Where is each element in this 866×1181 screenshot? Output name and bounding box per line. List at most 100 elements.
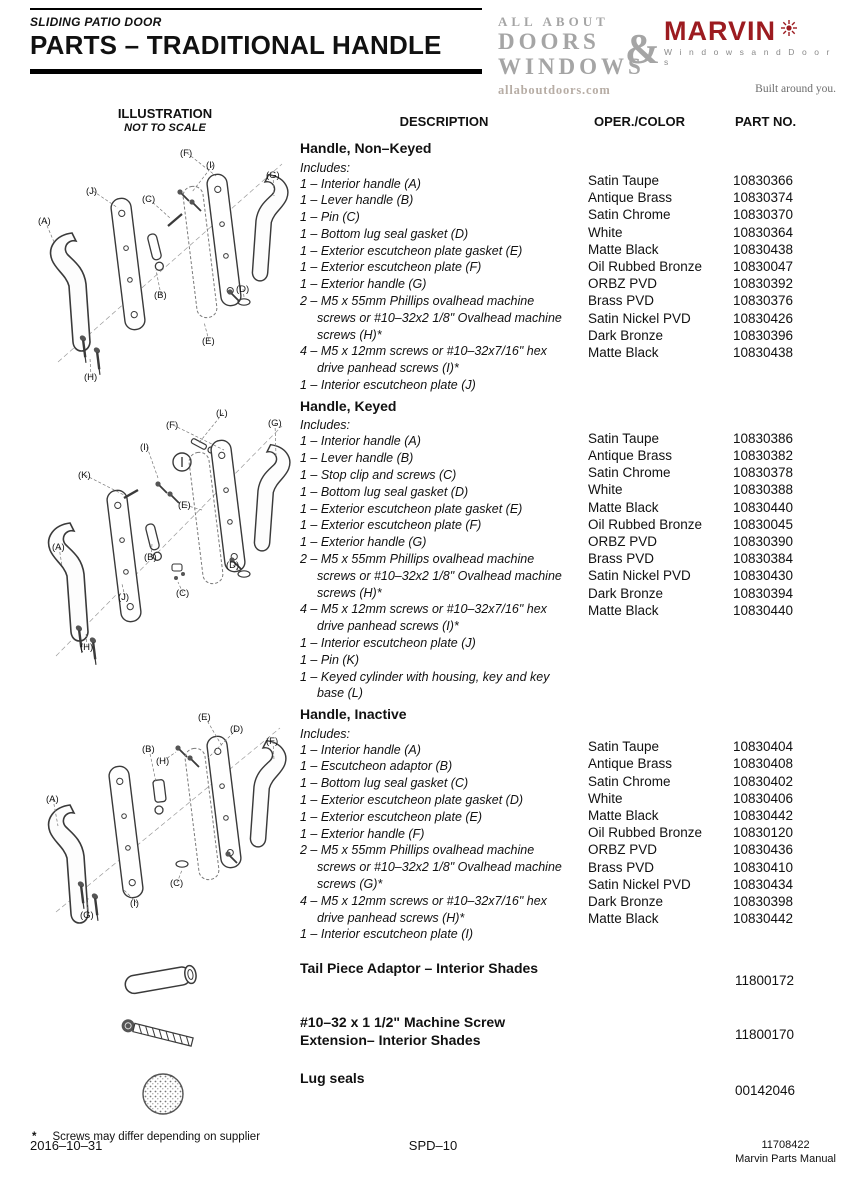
finish-color: White <box>588 224 623 240</box>
finish-part-number: 10830404 <box>733 739 794 755</box>
finish-color: Satin Nickel PVD <box>588 568 691 584</box>
page-header: SLIDING PATIO DOOR PARTS – TRADITIONAL H… <box>30 8 836 100</box>
finish-part-number: 10830436 <box>733 842 794 858</box>
finish-color: White <box>588 790 623 806</box>
stop-clip <box>171 563 185 580</box>
include-item: 1 – Interior handle (A) <box>300 434 421 449</box>
include-item: 1 – Interior escutcheon plate (J) <box>300 635 476 650</box>
finish-color: Satin Taupe <box>588 173 660 188</box>
include-item: 1 – Bottom lug seal gasket (D) <box>300 226 469 241</box>
callout-leader-line <box>172 424 225 451</box>
callout-leader-line <box>186 152 217 177</box>
finish-color: ORBZ PVD <box>588 534 658 550</box>
footer-doc-number: 11708422 <box>761 1139 810 1151</box>
part-callout-l: (L) <box>216 408 228 419</box>
footnote-text: Screws may differ depending on supplier <box>52 1131 261 1144</box>
part-callout-i: (I) <box>140 442 149 453</box>
include-item: 1 – Pin (C) <box>300 210 360 225</box>
part-callout-a: (A) <box>52 542 65 553</box>
part-callout-h: (H) <box>80 642 93 653</box>
table-header-row: ILLUSTRATION NOT TO SCALE DESCRIPTION OP… <box>30 106 836 134</box>
finish-color: Dark Bronze <box>588 327 664 343</box>
callout-leader-line <box>85 631 88 647</box>
callout-leader-line <box>52 799 59 827</box>
finish-color: Satin Taupe <box>588 430 660 446</box>
callout-leader-line <box>84 474 125 496</box>
callout-leader-line <box>242 288 245 298</box>
include-item: 1 – Exterior escutcheon plate gasket (E) <box>300 501 523 516</box>
callout-leader-line <box>197 412 224 445</box>
finish-part-number: 10830440 <box>733 602 794 618</box>
section-handle-keyed: (L)(G)(F)(I)(K)(E)(A)(B)(D)(C)(J)(H) Han… <box>30 398 836 702</box>
callout-leader-line <box>89 357 92 378</box>
extra-part-number: 00142046 <box>735 1083 796 1099</box>
include-item: 1 – Lever handle (B) <box>300 451 414 466</box>
callout-leader-line <box>123 889 138 904</box>
finish-part-number: 10830438 <box>733 345 794 361</box>
finish-part-number: 10830120 <box>733 825 794 841</box>
extra-part-title: Tail Piece Adaptor – Interior Shades <box>300 960 539 977</box>
finish-color: Satin Nickel PVD <box>588 876 691 892</box>
includes-list: 1 – Interior handle (A)1 – Lever handle … <box>300 176 572 394</box>
section-title: Handle, Inactive <box>300 706 407 723</box>
title-block: SLIDING PATIO DOOR PARTS – TRADITIONAL H… <box>30 8 482 74</box>
keyed-cylinder-and-key <box>172 437 215 472</box>
includes-label: Includes: <box>300 418 351 433</box>
part-callout-c: (C) <box>170 878 183 889</box>
finish-part-number: 10830410 <box>733 859 794 875</box>
finish-color: Antique Brass <box>588 448 673 464</box>
document-kicker: SLIDING PATIO DOOR <box>30 15 162 29</box>
finish-part-number: 10830430 <box>733 568 794 584</box>
callout-leader-line <box>191 164 214 193</box>
finish-part-number: 10830364 <box>733 224 794 240</box>
footer-date: 2016–10–31 <box>30 1138 103 1153</box>
callout-leader-line <box>207 728 238 759</box>
include-item: 1 – Lever handle (B) <box>300 193 414 208</box>
finish-color: Oil Rubbed Bronze <box>588 516 703 532</box>
finish-part-number: 10830388 <box>733 482 794 498</box>
marvin-wordmark: MARVIN <box>664 16 777 46</box>
part-callout-f: (F) <box>180 148 192 159</box>
callout-leader-line <box>86 898 89 916</box>
marvin-tagline: Built around you. <box>755 83 836 95</box>
include-item: 4 – M5 x 12mm screws or #10–32x7/16" hex… <box>300 344 547 376</box>
callout-leader-line <box>203 321 210 342</box>
include-item: 1 – Stop clip and screws (C) <box>300 467 457 482</box>
finish-color: Brass PVD <box>588 293 655 309</box>
part-callout-b: (B) <box>142 744 155 755</box>
machine-screw-extension-illustration <box>121 1019 194 1048</box>
marvin-subtitle: W i n d o w s a n d D o o r s <box>664 47 832 67</box>
part-callout-a: (A) <box>38 216 51 227</box>
callout-leader-line <box>146 446 159 478</box>
include-item: 1 – Exterior escutcheon plate (F) <box>300 260 482 275</box>
finish-color: Matte Black <box>588 911 659 927</box>
finish-color: Satin Chrome <box>588 465 671 481</box>
includes-list: 1 – Interior handle (A) 1 – Lever handle … <box>300 433 572 702</box>
not-to-scale-note: NOT TO SCALE <box>124 122 206 134</box>
part-callout-g: (G) <box>266 170 280 181</box>
include-item: 2 – M5 x 55mm Phillips ovalhead machine … <box>300 551 562 600</box>
include-item: 1 – Interior escutcheon plate (J) <box>300 378 476 393</box>
finish-part-number: 10830440 <box>733 499 794 515</box>
part-callout-f: (F) <box>166 420 178 431</box>
part-callout-f: (F) <box>266 736 278 747</box>
finish-color: Satin Taupe <box>588 739 660 755</box>
logo-word-windows: WINDOWS <box>498 53 645 79</box>
finish-color: Satin Nickel PVD <box>588 310 691 326</box>
include-item: 1 – Pin (K) <box>300 652 360 667</box>
finish-part-number: 10830392 <box>733 276 794 292</box>
include-item: 4 – M5 x 12mm screws or #10–32x7/16" hex… <box>300 602 547 634</box>
footnote-marker: * <box>32 1131 37 1144</box>
part-callout-j: (J) <box>86 186 97 197</box>
callout-leader-line <box>92 190 119 209</box>
tail-piece-adaptor-illustration <box>124 965 197 995</box>
finish-color: Satin Chrome <box>588 773 671 789</box>
part-callout-b: (B) <box>154 290 167 301</box>
page-footer: 2016–10–31 SPD–10 11708422 Marvin Parts … <box>30 1138 836 1167</box>
include-item: 1 – Bottom lug seal gasket (D) <box>300 484 469 499</box>
col-header-description: DESCRIPTION <box>399 114 489 129</box>
part-callout-i: (I) <box>130 898 139 909</box>
include-item: 1 – Exterior handle (G) <box>300 535 427 550</box>
callout-leader-line <box>162 751 177 762</box>
